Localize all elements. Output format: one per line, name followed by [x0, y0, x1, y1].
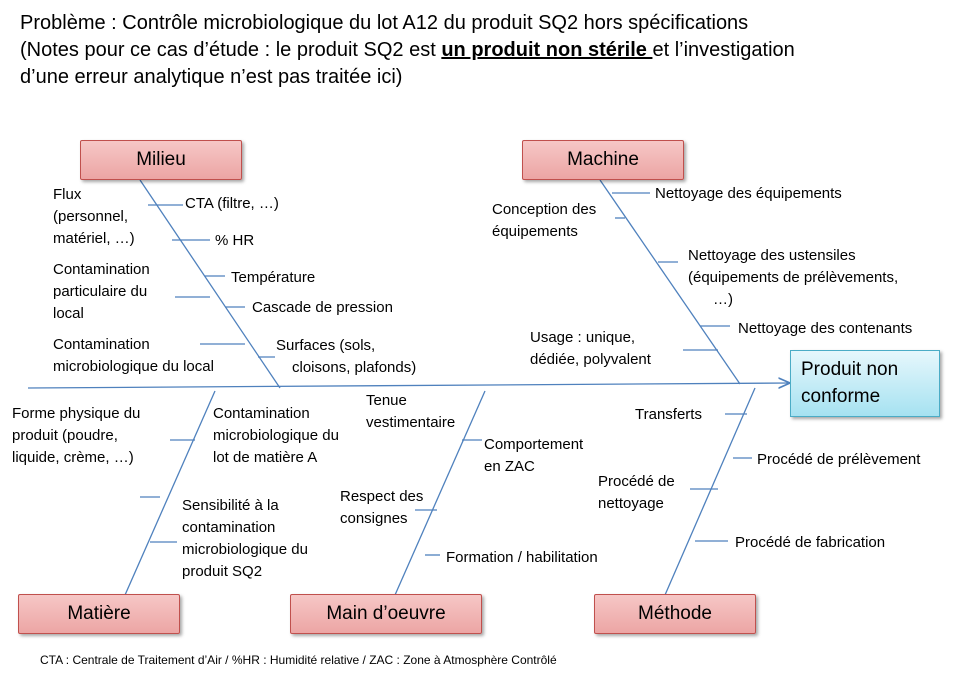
cause-procede-prelevement: Procédé de prélèvement — [757, 451, 921, 468]
milieu-bone — [139, 179, 281, 389]
cause-surfaces: Surfaces (sols,cloisons, plafonds) — [276, 337, 417, 376]
cause-flux: Flux(personnel,matériel, …) — [53, 186, 135, 247]
title-emphasis: un produit non stérile — [441, 39, 653, 61]
effect-box: Produit non conforme — [790, 350, 940, 417]
footnote: CTA : Centrale de Traitement d’Air / %HR… — [40, 653, 557, 667]
cause-cta: CTA (filtre, …) — [185, 195, 279, 212]
cause-nettoyage-ustensiles: Nettoyage des ustensiles(équipements de … — [688, 247, 899, 308]
category-matiere: Matière — [18, 594, 180, 634]
title-line-2-pre: (Notes pour ce cas d’étude : le produit … — [20, 39, 442, 61]
methode-bone — [664, 387, 756, 596]
problem-statement: Problème : Contrôle microbiologique du l… — [20, 10, 960, 91]
main-oeuvre-bone — [394, 390, 486, 596]
matiere-bone — [124, 390, 216, 596]
cause-formation: Formation / habilitation — [446, 549, 598, 566]
effect-line-2: conforme — [801, 386, 881, 407]
title-line-2: (Notes pour ce cas d’étude : le produit … — [20, 37, 960, 64]
cause-hr: % HR — [215, 232, 255, 249]
cause-transferts: Transferts — [635, 406, 702, 423]
cause-nettoyage-contenants: Nettoyage des contenants — [738, 320, 913, 337]
category-machine: Machine — [522, 140, 684, 180]
cause-procede-fabrication: Procédé de fabrication — [735, 534, 886, 551]
cause-temperature: Température — [231, 269, 316, 286]
cause-nettoyage-equipements: Nettoyage des équipements — [655, 185, 842, 202]
title-line-1: Problème : Contrôle microbiologique du l… — [20, 12, 749, 34]
cause-cascade-pression: Cascade de pression — [252, 299, 393, 316]
title-line-2-post: et l’investigation — [652, 39, 795, 61]
title-line-3: d’une erreur analytique n’est pas traité… — [20, 66, 403, 88]
category-methode: Méthode — [594, 594, 756, 634]
cause-usage: Usage : unique,dédiée, polyvalent — [530, 329, 651, 368]
effect-line-1: Produit non — [801, 359, 899, 380]
category-main-oeuvre: Main d’oeuvre — [290, 594, 482, 634]
spine-line — [27, 383, 790, 388]
category-milieu: Milieu — [80, 140, 242, 180]
